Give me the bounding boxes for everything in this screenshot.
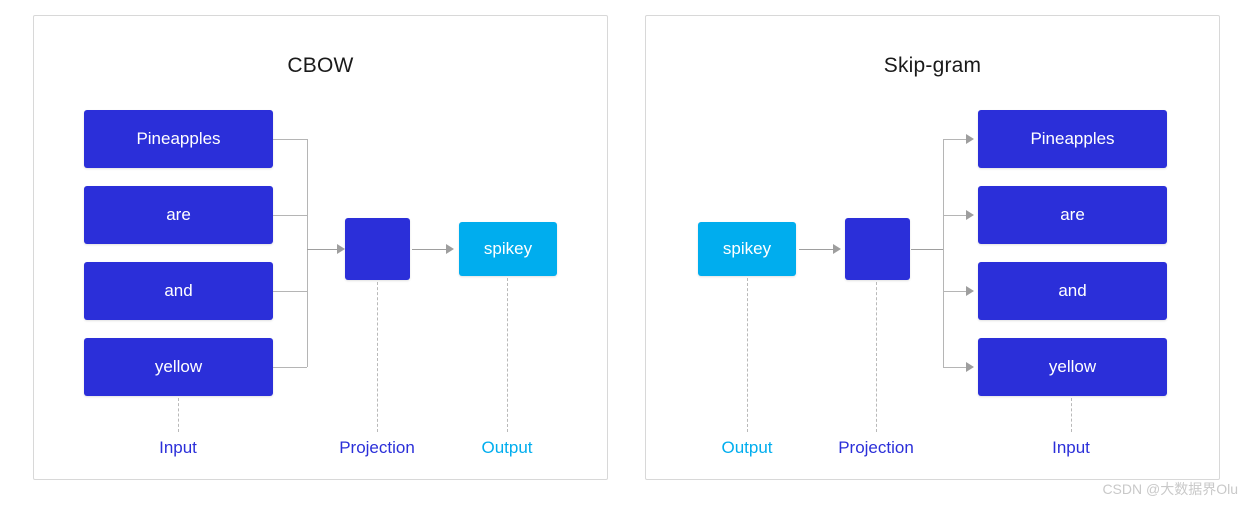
skipgram-output-label-2: are	[1060, 205, 1085, 224]
skipgram-connector-branch-2	[943, 215, 968, 216]
skipgram-output-box-3[interactable]: and	[978, 262, 1167, 320]
cbow-output-box[interactable]: spikey	[459, 222, 557, 276]
panel-title-skipgram: Skip-gram	[883, 54, 982, 77]
cbow-input-label-4: yellow	[154, 357, 203, 376]
skipgram-connector-to-projection	[799, 249, 833, 250]
cbow-projection-box[interactable]	[345, 218, 410, 280]
skipgram-connector-branch-3	[943, 291, 968, 292]
cbow-arrowhead-projection	[337, 244, 345, 254]
cbow-connector-stub-2	[273, 215, 307, 216]
skipgram-projection-box[interactable]	[845, 218, 910, 280]
cbow-input-label-3: and	[164, 281, 193, 300]
cbow-connector-to-output	[412, 249, 446, 250]
cbow-output-label: spikey	[483, 239, 533, 258]
cbow-input-box-3[interactable]: and	[84, 262, 273, 320]
skipgram-arrowhead-projection	[833, 244, 841, 254]
skipgram-leader-projection	[876, 282, 877, 432]
cbow-connector-spine	[307, 139, 308, 367]
skipgram-connector-branch-4	[943, 367, 968, 368]
skipgram-output-label-1: Pineapples	[1030, 129, 1115, 148]
skipgram-leader-output	[747, 278, 748, 432]
cbow-leader-input	[178, 398, 179, 432]
cbow-axis-label-input: Input	[159, 438, 197, 457]
skipgram-output-label-3: and	[1058, 281, 1087, 300]
panel-title-cbow: CBOW	[287, 54, 354, 77]
skipgram-output-box-2[interactable]: are	[978, 186, 1167, 244]
skipgram-arrowhead-3	[966, 286, 974, 296]
skipgram-axis-label-projection: Projection	[838, 438, 914, 457]
skipgram-arrowhead-2	[966, 210, 974, 220]
cbow-input-label-1: Pineapples	[136, 129, 221, 148]
skipgram-axis-label-input: Input	[1052, 438, 1090, 457]
cbow-connector-stub-1	[273, 139, 307, 140]
cbow-connector-to-projection	[307, 249, 337, 250]
cbow-axis-label-projection: Projection	[339, 438, 415, 457]
cbow-input-label-2: are	[166, 205, 191, 224]
cbow-connector-stub-4	[273, 367, 307, 368]
skipgram-output-label-4: yellow	[1048, 357, 1097, 376]
cbow-leader-output	[507, 278, 508, 432]
skipgram-input-box[interactable]: spikey	[698, 222, 796, 276]
cbow-connector-stub-3	[273, 291, 307, 292]
skipgram-axis-label-output: Output	[721, 438, 773, 457]
skipgram-connector-from-projection	[911, 249, 943, 250]
cbow-input-box-1[interactable]: Pineapples	[84, 110, 273, 168]
skipgram-output-box-4[interactable]: yellow	[978, 338, 1167, 396]
cbow-axis-label-output: Output	[481, 438, 533, 457]
skipgram-connector-spine	[943, 139, 944, 367]
cbow-leader-projection	[377, 282, 378, 432]
cbow-input-box-4[interactable]: yellow	[84, 338, 273, 396]
skipgram-connector-branch-1	[943, 139, 968, 140]
skipgram-arrowhead-1	[966, 134, 974, 144]
cbow-arrowhead-output	[446, 244, 454, 254]
skipgram-leader-input	[1071, 398, 1072, 432]
skipgram-output-box-1[interactable]: Pineapples	[978, 110, 1167, 168]
watermark: CSDN @大数据界Olu	[1102, 481, 1238, 497]
skipgram-input-label: spikey	[722, 239, 772, 258]
cbow-input-box-2[interactable]: are	[84, 186, 273, 244]
skipgram-arrowhead-4	[966, 362, 974, 372]
